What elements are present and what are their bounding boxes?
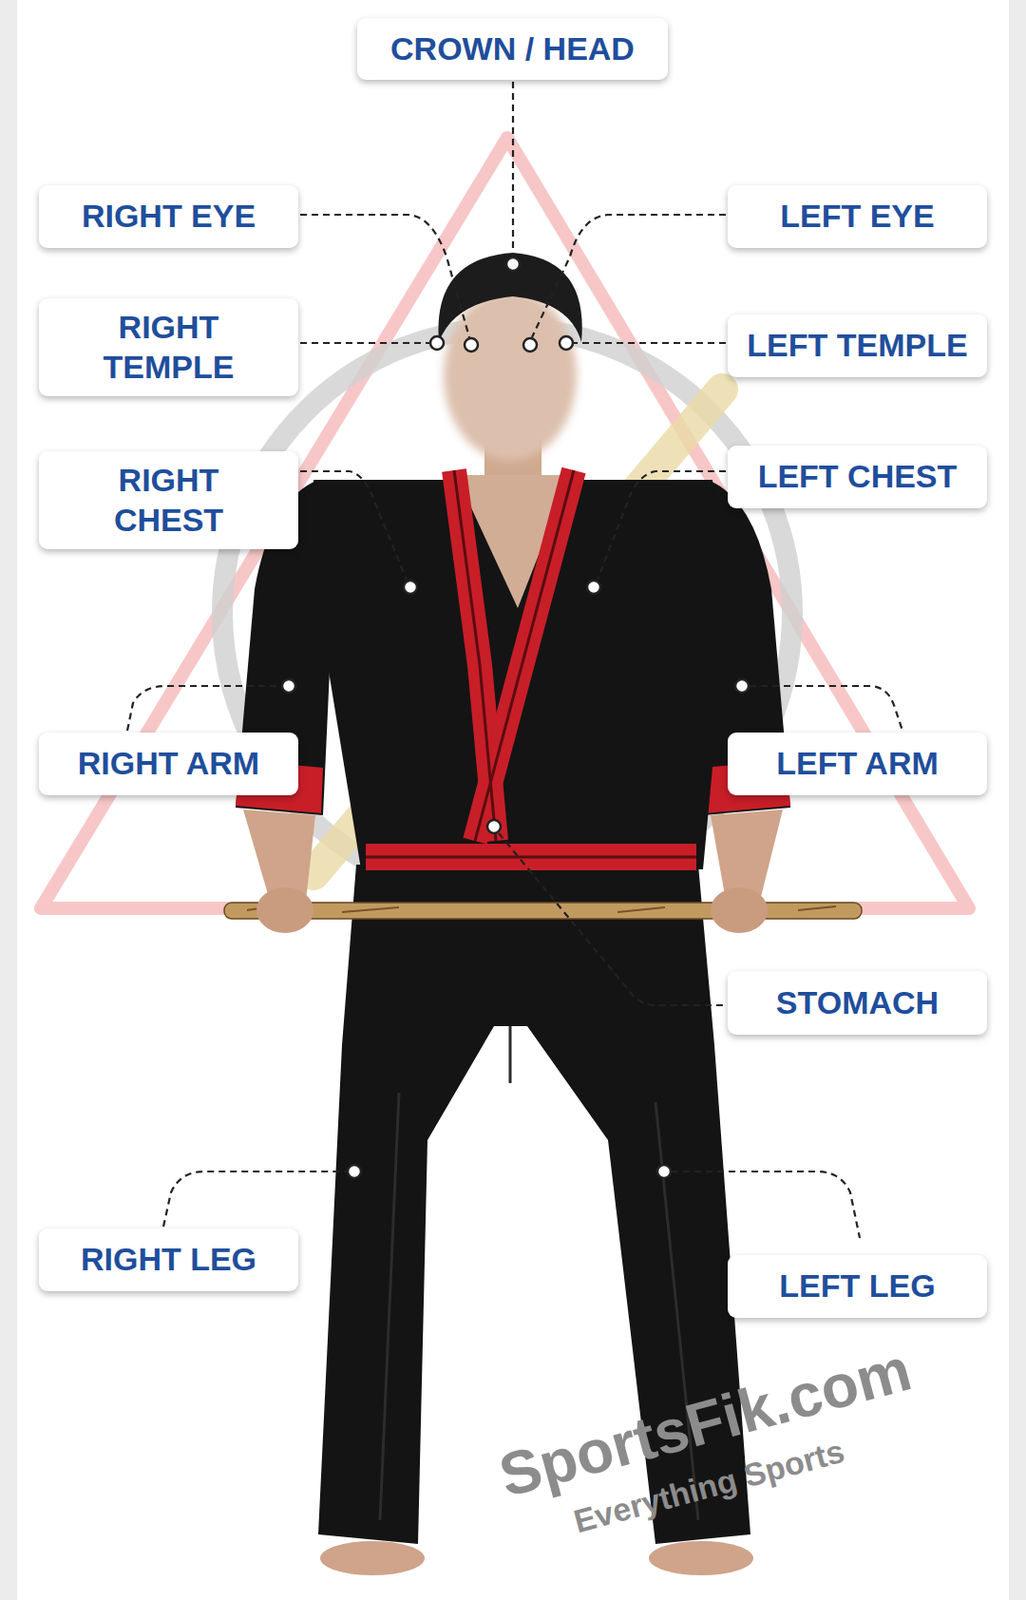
foot: [648, 1540, 754, 1576]
label-box: LEFT TEMPLE: [727, 314, 988, 378]
leader-line: [300, 471, 407, 580]
hand: [256, 887, 314, 933]
leader-line: [163, 1171, 347, 1227]
leader-line: [597, 471, 726, 580]
target-dot: [735, 679, 749, 693]
foot: [320, 1540, 425, 1576]
label-box: STOMACH: [727, 970, 988, 1035]
hair: [437, 252, 582, 342]
target-label: STOMACH: [776, 983, 939, 1023]
belt-stripe: [365, 855, 697, 859]
target-dot: [657, 1164, 671, 1178]
leader-line: [749, 685, 903, 731]
leader-line: [498, 833, 726, 1006]
leader-line: [671, 1171, 860, 1238]
target-dot: [487, 819, 501, 834]
target-dot: [403, 580, 418, 594]
label-box: LEFT ARM: [727, 732, 988, 796]
leader-line: [532, 214, 726, 338]
side-bar: [1008, 0, 1026, 1600]
leader-line: [127, 685, 282, 731]
target-dot: [523, 338, 537, 352]
target-dot: [506, 257, 520, 271]
target-label: LEFT CHEST: [758, 456, 958, 496]
leader-line: [300, 342, 430, 344]
logo-stick: [313, 389, 722, 874]
label-box: RIGHT TEMPLE: [38, 298, 299, 397]
target-label: LEFT LEG: [779, 1266, 935, 1306]
label-box: RIGHT LEG: [38, 1228, 299, 1292]
label-box: LEFT CHEST: [727, 445, 988, 509]
target-label: LEFT EYE: [779, 196, 934, 236]
target-label: LEFT TEMPLE: [746, 325, 968, 365]
target-dot: [464, 338, 478, 352]
lapel-stripe: [454, 470, 574, 841]
target-label: RIGHT TEMPLE: [83, 307, 255, 387]
label-box: RIGHT ARM: [38, 732, 299, 796]
leader-line: [300, 214, 470, 338]
target-dot: [282, 679, 296, 693]
label-box: RIGHT CHEST: [38, 451, 299, 550]
label-box: LEFT EYE: [727, 185, 988, 248]
forearm: [710, 809, 783, 901]
target-label: LEFT ARM: [776, 743, 939, 783]
label-box: RIGHT EYE: [38, 185, 299, 248]
target-label: RIGHT ARM: [77, 743, 260, 783]
target-dot: [347, 1164, 361, 1178]
forearm: [243, 809, 316, 901]
label-box: LEFT LEG: [727, 1254, 988, 1318]
label-box: CROWN / HEAD: [357, 18, 668, 80]
belt: [365, 843, 697, 871]
leader-line: [512, 81, 514, 257]
target-label: CROWN / HEAD: [390, 29, 635, 69]
target-label: RIGHT EYE: [81, 196, 256, 236]
leader-line: [573, 342, 726, 344]
target-dot: [559, 336, 573, 350]
target-dot: [430, 336, 444, 350]
hand: [710, 887, 768, 933]
target-label: RIGHT CHEST: [83, 460, 255, 540]
target-dot: [587, 580, 601, 594]
target-label: RIGHT LEG: [80, 1239, 257, 1279]
side-bar: [0, 0, 18, 1600]
